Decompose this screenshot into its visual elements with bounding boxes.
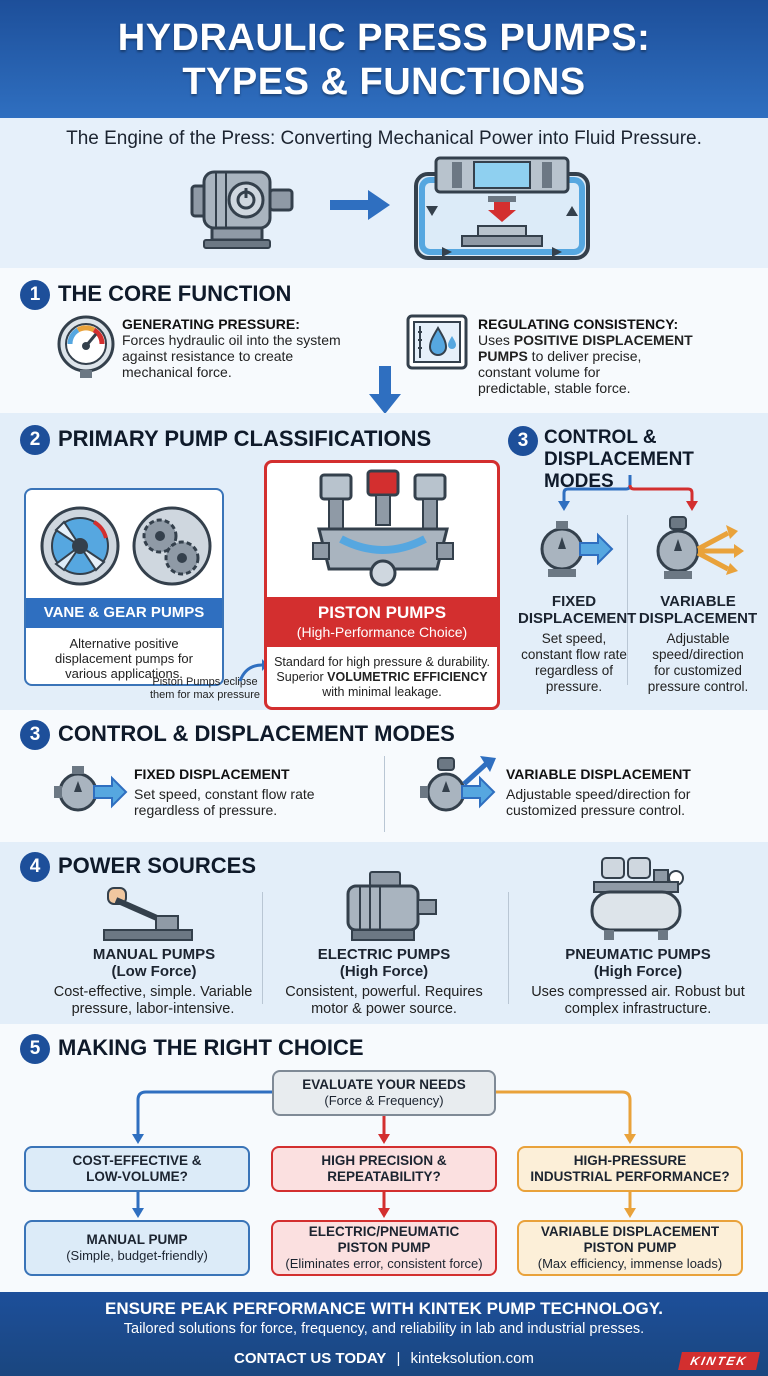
- electric-motor-icon: [346, 871, 437, 941]
- answer-manual-pump: MANUAL PUMP (Simple, budget-friendly): [24, 1220, 250, 1276]
- section-right-choice: 5 MAKING THE RIGHT CHOICE EVALUATE YOUR …: [0, 1024, 768, 1292]
- pneumatic-title: PNEUMATIC PUMPS (High Force): [565, 946, 711, 980]
- arrow-down-icon: [369, 366, 401, 414]
- question-high-precision: HIGH PRECISION & REPEATABILITY?: [271, 1146, 497, 1192]
- piston-pump-icon: [312, 469, 454, 587]
- section-title: MAKING THE RIGHT CHOICE: [58, 1035, 364, 1060]
- answer-electric-pneumatic: ELECTRIC/PNEUMATIC PISTON PUMP (Eliminat…: [271, 1220, 497, 1276]
- column-divider: [384, 756, 385, 832]
- manual-title: MANUAL PUMPS (Low Force): [92, 946, 216, 980]
- website-link[interactable]: kinteksolution.com: [410, 1350, 534, 1367]
- intro-tagline: The Engine of the Press: Converting Mech…: [66, 128, 702, 149]
- fixed-title: FIXED DISPLACEMENT: [134, 766, 290, 782]
- electric-title: ELECTRIC PUMPS (High Force): [317, 946, 451, 980]
- decision-tree-connectors: [132, 1090, 636, 1218]
- fixed-body: Set speed, constant flow rate regardless…: [521, 631, 627, 694]
- piston-note: Piston Pumps eclipse them for max pressu…: [149, 676, 261, 701]
- arrow-right-icon: [330, 190, 390, 220]
- piston-body: Standard for high pressure & durability.…: [274, 655, 490, 699]
- piston-header: PISTON PUMPS (High-Performance Choice): [267, 597, 497, 647]
- question-high-pressure: HIGH-PRESSURE INDUSTRIAL PERFORMANCE?: [517, 1146, 743, 1192]
- electric-motor-icon: [190, 170, 294, 249]
- section-core-function: 1 THE CORE FUNCTION GENERATING PRESSURE:…: [0, 268, 768, 414]
- variable-pump-icon: [656, 516, 744, 579]
- section-number: 1: [20, 280, 50, 310]
- section-title: CONTROL & DISPLACEMENT MODES: [58, 721, 455, 746]
- branch-arrows-icon: [558, 475, 698, 511]
- evaluate-needs-node: EVALUATE YOUR NEEDS (Force & Frequency): [272, 1070, 496, 1116]
- question-cost-effective: COST-EFFECTIVE & LOW-VOLUME?: [24, 1146, 250, 1192]
- variable-body: Adjustable speed/direction for customize…: [506, 786, 691, 818]
- column-divider: [627, 515, 628, 685]
- fluid-volume-icon: [406, 314, 468, 370]
- section-pump-classifications: 2 PRIMARY PUMP CLASSIFICATIONS VANE & GE…: [0, 413, 768, 710]
- page-header: HYDRAULIC PRESS PUMPS: TYPES & FUNCTIONS: [0, 0, 768, 118]
- fixed-pump-icon: [540, 521, 614, 577]
- section-number: 3: [20, 720, 50, 750]
- footer-contact: CONTACT US TODAY | kinteksolution.com: [234, 1350, 534, 1367]
- pressure-gauge-icon: [57, 315, 115, 378]
- electric-body: Consistent, powerful. Requires motor & p…: [285, 984, 483, 1017]
- fixed-pump-icon: [54, 766, 128, 812]
- core-right-heading: REGULATING CONSISTENCY:: [478, 316, 679, 332]
- piston-subtitle: (High-Performance Choice): [296, 624, 468, 640]
- intro-section: The Engine of the Press: Converting Mech…: [0, 118, 768, 268]
- air-compressor-icon: [590, 857, 684, 940]
- piston-title: PISTON PUMPS: [317, 603, 447, 622]
- piston-card: PISTON PUMPS (High-Performance Choice) S…: [264, 460, 500, 710]
- column-divider: [508, 892, 509, 1004]
- variable-pump-icon: [420, 756, 496, 812]
- section-number: 4: [20, 852, 50, 882]
- kintek-logo[interactable]: KINTEK: [678, 1352, 760, 1370]
- page-title: HYDRAULIC PRESS PUMPS: TYPES & FUNCTIONS: [117, 17, 651, 103]
- vane-pump-icon: [40, 506, 120, 586]
- contact-cta[interactable]: CONTACT US TODAY: [234, 1350, 387, 1367]
- core-left-heading: GENERATING PRESSURE:: [122, 316, 300, 332]
- hydraulic-circuit-icon: [414, 156, 590, 260]
- section-number: 5: [20, 1034, 50, 1064]
- answer-variable-displacement: VARIABLE DISPLACEMENT PISTON PUMP (Max e…: [517, 1220, 743, 1276]
- footer-headline: ENSURE PEAK PERFORMANCE WITH KINTEK PUMP…: [105, 1299, 663, 1318]
- manual-pump-icon: [103, 887, 193, 941]
- column-divider: [262, 892, 263, 1004]
- section-title: PRIMARY PUMP CLASSIFICATIONS: [58, 426, 432, 451]
- footer: ENSURE PEAK PERFORMANCE WITH KINTEK PUMP…: [0, 1292, 768, 1376]
- variable-body: Adjustable speed/direction for customize…: [647, 631, 749, 694]
- fixed-body: Set speed, constant flow rate regardless…: [134, 786, 315, 818]
- core-right-body: Uses POSITIVE DISPLACEMENT PUMPS to deli…: [478, 332, 693, 396]
- gear-pump-icon: [132, 506, 212, 586]
- variable-title: VARIABLE DISPLACEMENT: [638, 593, 758, 627]
- manual-body: Cost-effective, simple. Variable pressur…: [53, 984, 253, 1017]
- pneumatic-body: Uses compressed air. Robust but complex …: [531, 984, 745, 1017]
- core-left-body: Forces hydraulic oil into the system aga…: [122, 332, 341, 380]
- vane-gear-title: VANE & GEAR PUMPS: [26, 598, 222, 628]
- section-control-modes: 3 CONTROL & DISPLACEMENT MODES FIXED DIS…: [0, 710, 768, 842]
- section-number: 2: [20, 425, 50, 455]
- section-power-sources: 4 POWER SOURCES MANUAL PUMPS (Low Force)…: [0, 842, 768, 1024]
- variable-title: VARIABLE DISPLACEMENT: [506, 766, 691, 782]
- vane-gear-body: Alternative positive displacement pumps …: [54, 636, 193, 681]
- section-number: 3: [508, 426, 538, 456]
- fixed-title: FIXED DISPLACEMENT: [518, 593, 637, 627]
- vane-gear-card: VANE & GEAR PUMPS Alternative positive d…: [24, 488, 224, 686]
- section-title: POWER SOURCES: [58, 853, 257, 878]
- footer-body: Tailored solutions for force, frequency,…: [123, 1321, 645, 1337]
- section-title: THE CORE FUNCTION: [58, 281, 292, 306]
- section-title: CONTROL & DISPLACEMENT MODES: [544, 427, 694, 492]
